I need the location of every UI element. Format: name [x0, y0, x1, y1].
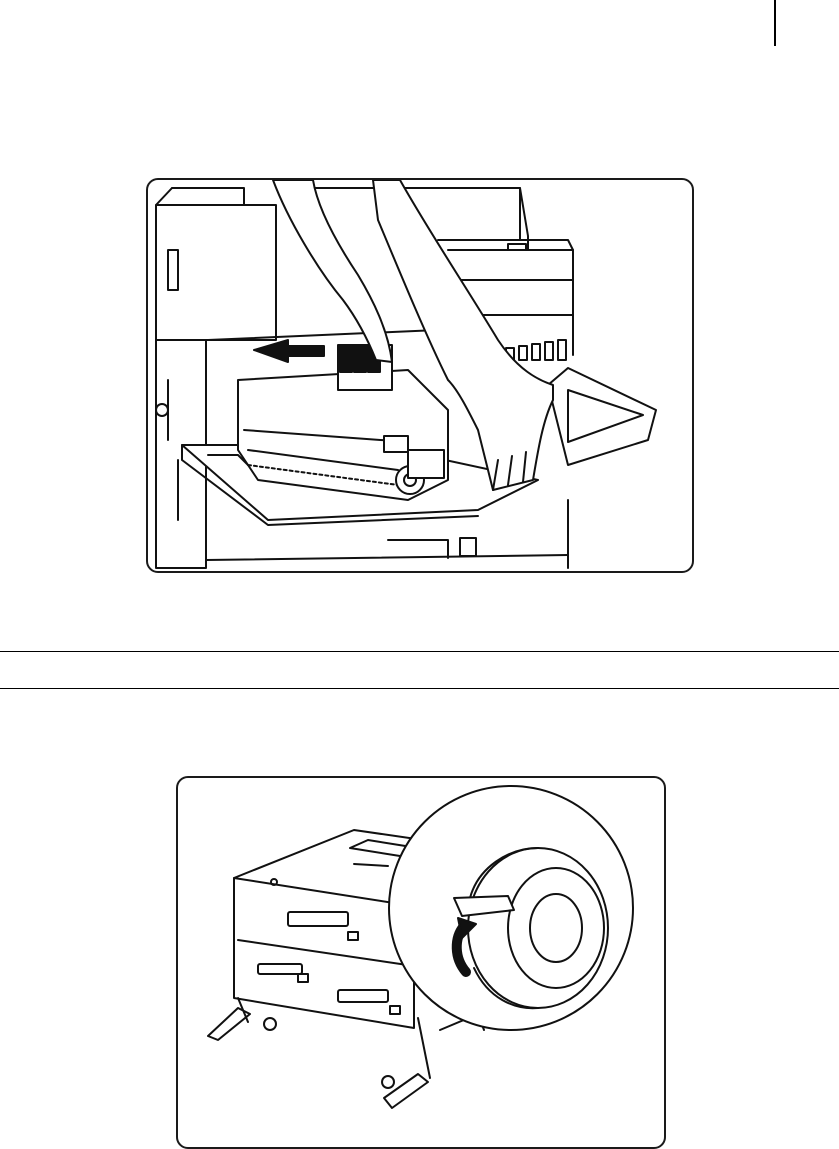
arrow-left-icon: [254, 340, 324, 362]
caster-lock-illustration: [178, 778, 664, 1147]
right-tray: [548, 368, 656, 465]
section-rule-bottom: [0, 688, 839, 689]
section-rule-top: [0, 651, 839, 652]
figure-caster-lock: [176, 776, 666, 1149]
page-edge-mark: [774, 0, 776, 46]
cartridge-icon: [238, 345, 448, 500]
drum-cartridge-illustration: [148, 180, 692, 571]
figure-drum-cartridge-removal: [146, 178, 694, 573]
